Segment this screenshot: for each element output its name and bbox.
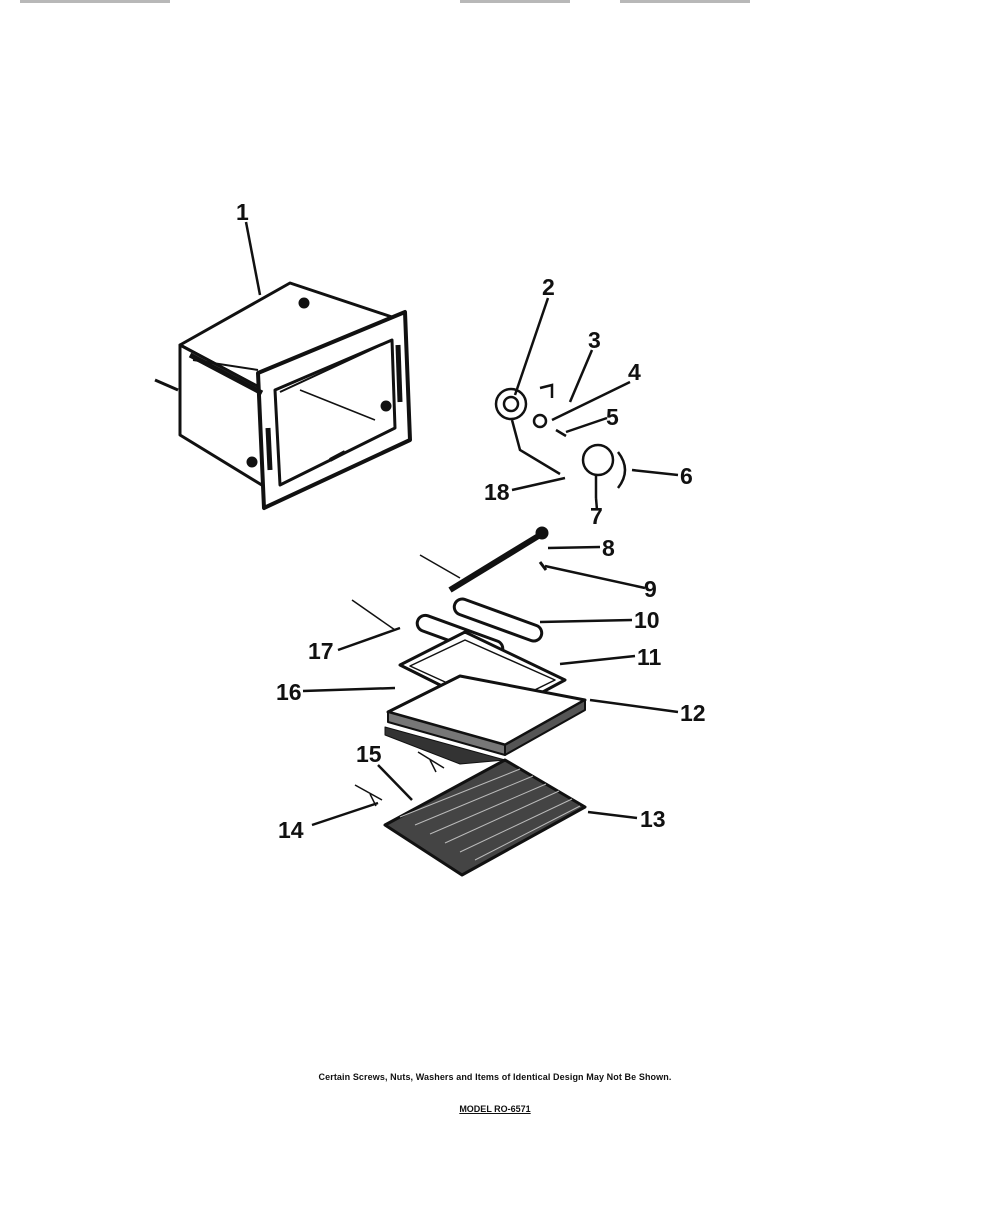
part-number-4: 4 xyxy=(628,359,641,385)
screw-15 xyxy=(417,751,445,773)
part-number-8: 8 xyxy=(602,535,615,561)
oven-rack xyxy=(383,758,587,877)
element-bar-upper xyxy=(452,597,544,643)
footnote: Certain Screws, Nuts, Washers and Items … xyxy=(318,1072,672,1082)
part-number-18: 18 xyxy=(484,479,510,505)
grill-tray xyxy=(384,674,587,765)
leader-lines xyxy=(244,221,679,827)
scan-mark-left xyxy=(20,0,170,3)
scan-mark-center xyxy=(460,0,570,3)
part-number-9: 9 xyxy=(644,576,657,602)
part-number-13: 13 xyxy=(640,806,666,832)
part-number-7: 7 xyxy=(590,503,603,529)
part-number-3: 3 xyxy=(588,327,601,353)
part-number-15: 15 xyxy=(356,741,382,767)
model-label: MODEL RO-6571 xyxy=(459,1104,531,1114)
sensor-assembly xyxy=(494,383,567,476)
part-number-2: 2 xyxy=(542,274,555,300)
part-number-1: 1 xyxy=(236,199,249,225)
screw-14 xyxy=(354,784,383,807)
part-number-11: 11 xyxy=(637,644,662,670)
part-number-16: 16 xyxy=(276,679,302,705)
part-number-5: 5 xyxy=(606,404,619,430)
part-number-12: 12 xyxy=(680,700,706,726)
scan-mark-right xyxy=(620,0,750,3)
oven-liner xyxy=(154,281,412,510)
part-number-14: 14 xyxy=(278,817,304,843)
part-number-17: 17 xyxy=(308,638,334,664)
part-number-10: 10 xyxy=(634,607,660,633)
lamp-socket xyxy=(581,443,627,498)
terminal-rod xyxy=(419,526,549,593)
part-number-6: 6 xyxy=(680,463,693,489)
